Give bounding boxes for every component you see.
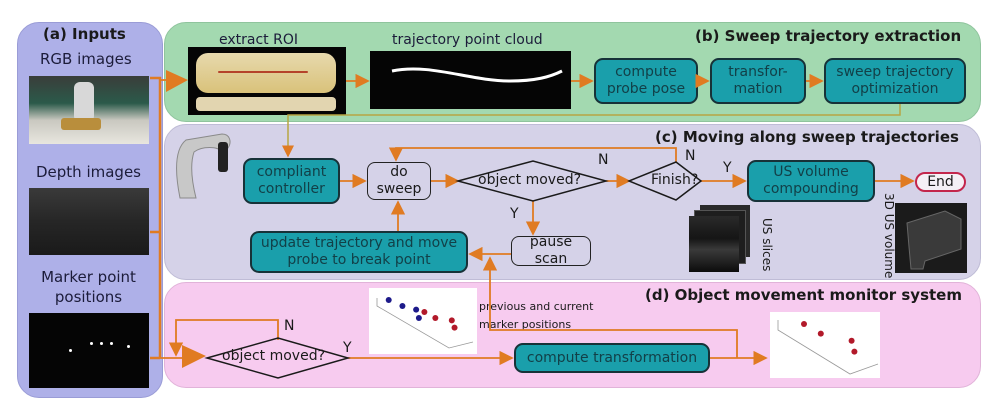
current-marker-point — [451, 324, 458, 331]
finish-y-label: Y — [723, 160, 732, 176]
transformation-box: transfor-mation — [710, 58, 806, 104]
transformed-marker-point — [817, 330, 824, 337]
end-box: End — [915, 172, 966, 192]
c-moved-n-label: N — [598, 152, 609, 168]
marker-image — [29, 313, 149, 388]
sweep-trajectory-optimization-box: sweep trajectory optimization — [824, 58, 966, 104]
depth-images-label: Depth images — [36, 163, 141, 181]
previous-marker-point — [415, 315, 422, 321]
panel-d-title: (d) Object movement monitor system — [645, 286, 962, 304]
rgb-image — [29, 76, 149, 144]
prev-current-scatter — [369, 288, 477, 354]
d-object-moved-label: object moved? — [222, 348, 326, 364]
finish-label: Finish? — [651, 172, 699, 188]
finish-n-label: N — [685, 148, 696, 164]
transformed-marker-point — [851, 348, 858, 355]
previous-marker-point — [385, 297, 392, 303]
depth-image — [29, 188, 149, 255]
point-cloud-image — [370, 51, 571, 109]
3d-us-volume-image — [895, 203, 967, 273]
robot-arm-image — [172, 128, 242, 208]
c-moved-y-label: Y — [510, 206, 519, 222]
marker-label-text: Marker point positions — [41, 268, 136, 306]
us-slices-label: US slices — [760, 218, 774, 272]
current-marker-point — [421, 309, 428, 315]
panel-b-title: (b) Sweep trajectory extraction — [695, 27, 962, 45]
rgb-images-label: RGB images — [40, 50, 132, 68]
previous-marker-point — [413, 306, 420, 313]
marker-point-positions-label: Marker point positions — [36, 268, 141, 307]
point-cloud-curve — [391, 67, 563, 83]
trajectory-point-cloud-label: trajectory point cloud — [392, 32, 543, 48]
panel-a-title: (a) Inputs — [43, 25, 126, 43]
transformed-scatter-svg — [777, 320, 879, 375]
transformed-marker-point — [801, 321, 807, 327]
c-object-moved-label: object moved? — [478, 172, 582, 188]
compliant-controller-box: compliant controller — [243, 158, 340, 204]
current-marker-point — [432, 315, 439, 321]
us-slice-front — [689, 216, 739, 272]
marker-caption: previous and current marker positions — [479, 298, 593, 333]
previous-marker-point — [399, 303, 406, 309]
current-marker-point — [448, 317, 455, 324]
prev-current-scatter-svg — [376, 297, 474, 349]
compute-transformation-box: compute transformation — [514, 343, 710, 373]
transformed-scatter — [770, 312, 880, 378]
compute-probe-pose-box: compute probe pose — [594, 58, 698, 104]
panel-c-title: (c) Moving along sweep trajectories — [655, 128, 959, 146]
3d-us-volume-label: 3D US volume — [882, 193, 896, 279]
update-trajectory-box: update trajectory and move probe to brea… — [250, 231, 468, 273]
transformed-marker-point — [848, 337, 855, 344]
do-sweep-box: do sweep — [367, 162, 431, 200]
extract-roi-label: extract ROI — [219, 32, 298, 48]
roi-image — [188, 47, 346, 115]
caption-line-1: previous and current — [479, 300, 594, 313]
us-volume-compounding-box: US volume compounding — [747, 160, 875, 202]
pause-scan-box: pause scan — [511, 234, 591, 267]
caption-line-2: marker positions — [479, 317, 572, 331]
d-n-label: N — [284, 318, 295, 334]
d-y-label: Y — [343, 340, 352, 356]
